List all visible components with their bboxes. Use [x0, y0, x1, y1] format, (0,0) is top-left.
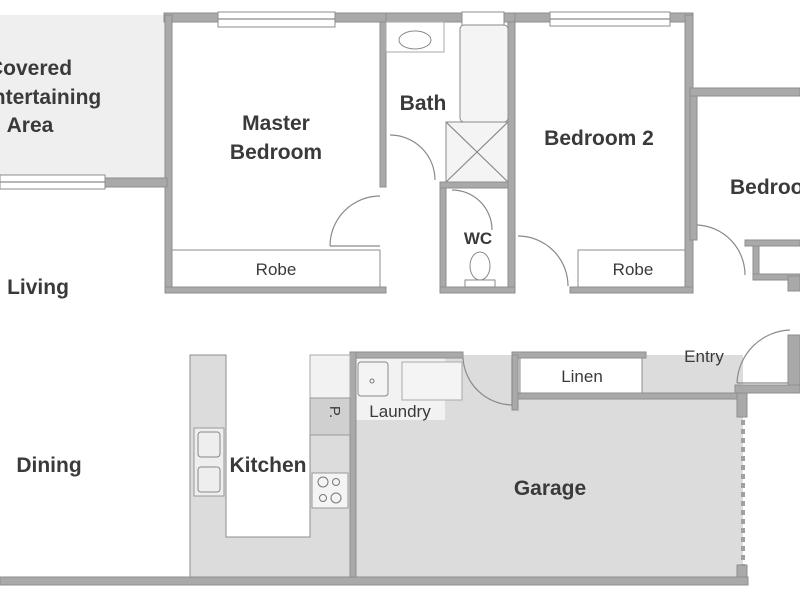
bedroom3-walls: [689, 87, 800, 394]
master-bedroom-walls: [0, 11, 387, 294]
kitchen-fixtures: [193, 354, 351, 509]
laundry-label: Laundry: [369, 402, 431, 421]
room-label-kitchen: Kitchen: [229, 454, 306, 477]
pantry-label: P.: [326, 406, 343, 418]
room-label-entry: Entry: [684, 347, 724, 366]
room-label-master: Master: [242, 112, 310, 135]
master-robe: [171, 249, 381, 288]
room-label-dining: Dining: [16, 454, 81, 477]
room-label-bath: Bath: [400, 92, 447, 115]
vanity-basin: [398, 30, 432, 50]
robe-label-bed2: Robe: [613, 260, 654, 279]
bed2-robe: [577, 249, 686, 288]
washing-machine: [401, 361, 463, 401]
bedroom2-walls: [514, 11, 694, 294]
covered-area-fill: [0, 15, 166, 178]
robe-label-master: Robe: [256, 260, 297, 279]
linen-label: Linen: [561, 367, 603, 386]
room-label-wc: WC: [464, 229, 492, 248]
room-label-area: Area: [7, 114, 54, 137]
room-label-covered: Covered: [0, 57, 72, 80]
bath-walls: [385, 11, 517, 294]
room-label-garage: Garage: [514, 477, 586, 500]
room-label-bedroom: Bedroom: [230, 141, 322, 164]
room-label-bedroom2: Bedroom 2: [544, 127, 654, 150]
bathtub: [459, 24, 509, 123]
cooktop: [311, 472, 349, 509]
room-label-entertaining: Entertaining: [0, 86, 101, 109]
pantry: [309, 397, 351, 436]
room-label-living: Living: [7, 276, 69, 299]
toilet: [469, 251, 491, 281]
linen-cupboard: [519, 357, 643, 394]
room-label-bedroom3: Bedroom: [730, 176, 800, 199]
kitchen-sink: [193, 427, 225, 497]
